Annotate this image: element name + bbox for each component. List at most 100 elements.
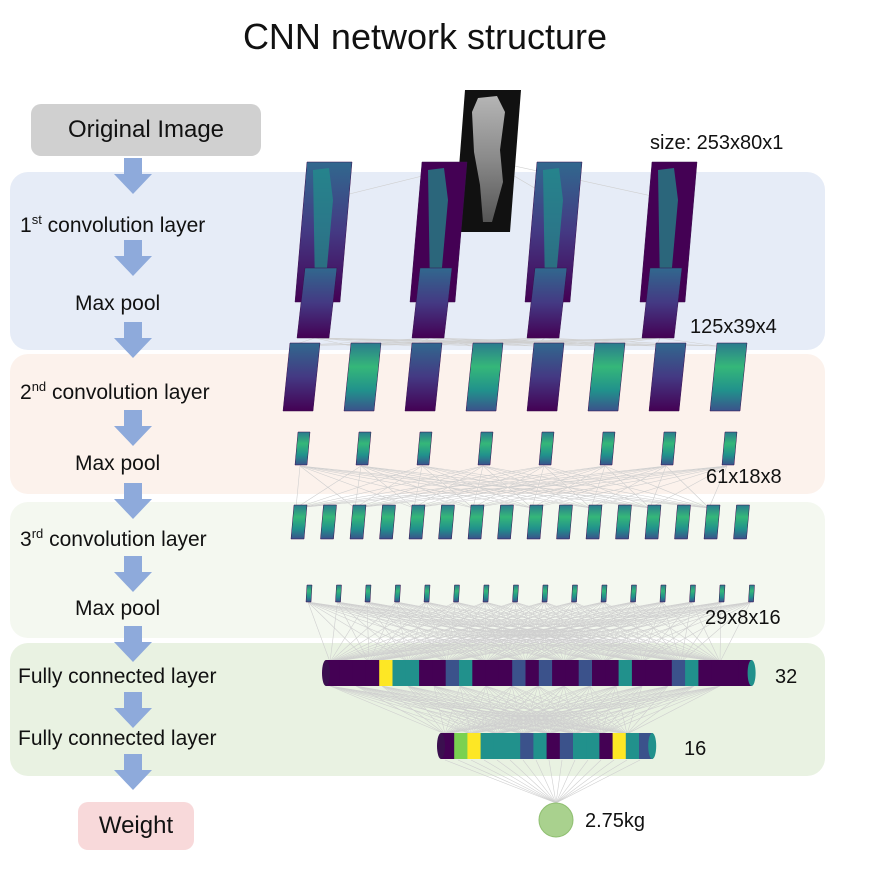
conv3-map (438, 504, 455, 540)
connection-line (535, 759, 557, 804)
connection-line (407, 601, 456, 663)
fc1-unit-cap (322, 660, 330, 686)
pool2-label: Max pool (75, 452, 161, 475)
connection-line (421, 465, 651, 509)
conv2-map (648, 342, 687, 412)
fc2-unit-cap (648, 733, 657, 759)
connection-line (708, 465, 728, 509)
fc1-unit (365, 660, 380, 686)
connection-line (680, 601, 751, 663)
connection-line (661, 601, 721, 663)
connection-line (295, 465, 728, 509)
connection-line (641, 601, 692, 663)
connection-line (360, 465, 533, 509)
connection-line (329, 601, 368, 663)
connection-line (649, 465, 728, 509)
conv3-map (349, 504, 367, 540)
connection-line (522, 685, 721, 735)
fc2-unit (612, 733, 627, 759)
connection-line (329, 601, 397, 663)
connection-line (444, 685, 513, 735)
fc1-unit (618, 660, 633, 686)
connection-line (563, 601, 751, 663)
conv3-map (379, 504, 396, 540)
fc1-unit (658, 660, 673, 686)
fc1-unit (711, 660, 726, 686)
connection-line (472, 465, 728, 509)
pool3-map (718, 584, 726, 603)
connection-line (329, 601, 486, 663)
pool1-map (296, 267, 338, 339)
fc2-unit (586, 733, 600, 759)
connection-line (482, 465, 710, 509)
fc2-unit (625, 733, 640, 759)
connection-line (421, 465, 592, 509)
conv3-label: 3rd convolution layer (20, 526, 207, 551)
down-arrow-icon (114, 158, 152, 194)
connection-line (446, 601, 663, 663)
fc2-unit (520, 733, 534, 759)
conv2-feature-maps (282, 342, 748, 412)
fc1-unit (631, 660, 646, 686)
fc2-unit (480, 733, 495, 759)
conv3-map (408, 504, 426, 540)
pool3-map (748, 584, 755, 603)
fc1-unit (432, 660, 447, 686)
connection-line (444, 685, 591, 735)
connection-line (555, 759, 563, 804)
connection-line (413, 465, 728, 509)
pool3-map (571, 584, 578, 603)
connection-line (396, 601, 409, 663)
connection-line (368, 601, 574, 663)
fc1-unit (485, 660, 500, 686)
fc1-unit (419, 660, 433, 686)
connection-line (407, 601, 633, 663)
conv1-map-activation (543, 168, 563, 290)
connection-line (307, 601, 331, 663)
connection-line (329, 601, 604, 663)
connection-line (444, 685, 565, 735)
connection-line (602, 601, 751, 663)
down-arrow-icon (114, 754, 152, 790)
connection-line (295, 465, 301, 509)
fc1-unit (472, 660, 487, 686)
pool1-map (411, 267, 453, 339)
pool2-map (355, 431, 372, 466)
connection-line (531, 465, 545, 509)
pool3-map (659, 584, 667, 603)
pool3-map (305, 584, 313, 603)
connection-line (295, 465, 362, 509)
conv1-map-activation (428, 168, 448, 290)
fc1-label: Fully connected layer (18, 665, 217, 688)
fc1-unit (392, 660, 407, 686)
connection-line (602, 601, 663, 663)
connection-line (329, 601, 515, 663)
pool2-map (538, 431, 555, 466)
connection-line (641, 601, 751, 663)
conv3-map (467, 504, 485, 540)
connection-line (680, 601, 722, 663)
connection-line (446, 601, 751, 663)
connection-line (444, 685, 461, 735)
pool2-map (416, 431, 433, 466)
conv3-map (497, 504, 514, 540)
connection-line (472, 465, 484, 509)
fc2-unit (599, 733, 614, 759)
connection-line (368, 601, 397, 663)
connection-line (407, 601, 663, 663)
fc1-unit (725, 660, 739, 686)
connection-line (444, 759, 557, 804)
connection-line (407, 601, 722, 663)
conv2-map (404, 342, 443, 412)
down-arrow-icon (114, 410, 152, 446)
connection-line (457, 759, 557, 804)
connection-line (444, 685, 669, 735)
connection-line (329, 601, 692, 663)
connection-line (543, 601, 721, 663)
pool1-label: Max pool (75, 292, 161, 315)
connection-line (329, 601, 427, 663)
pool2-feature-maps (294, 431, 738, 466)
connection-line (411, 337, 661, 347)
connection-line (299, 465, 533, 509)
pool3-map (541, 584, 549, 603)
